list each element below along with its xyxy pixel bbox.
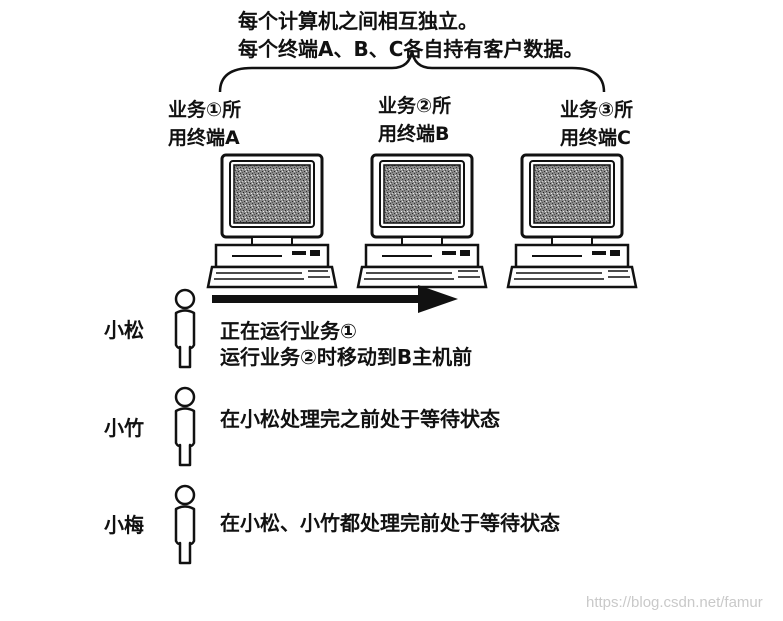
brace: [218, 49, 606, 93]
terminal-b-label-2: 用终端B: [378, 123, 450, 145]
header-line-2: 每个终端A、B、C各自持有客户数据。: [238, 37, 584, 61]
person-icon-xiaosong: [174, 288, 196, 369]
computer-icon-a: [206, 153, 338, 289]
person-name-xiaosong: 小松: [104, 318, 144, 342]
person-icon-xiaozhu: [174, 386, 196, 467]
watermark: https://blog.csdn.net/famur: [586, 594, 763, 611]
person-desc-xiaosong-2: 运行业务②时移动到B主机前: [220, 345, 473, 369]
terminal-b-label-1: 业务②所: [378, 95, 452, 117]
person-desc-xiaomei: 在小松、小竹都处理完前处于等待状态: [220, 511, 560, 535]
terminal-c-label-2: 用终端C: [560, 127, 631, 149]
person-desc-xiaosong-1: 正在运行业务①: [220, 319, 357, 343]
header-line-1: 每个计算机之间相互独立。: [238, 9, 478, 33]
terminal-a-label-2: 用终端A: [168, 127, 240, 149]
terminal-a-label-1: 业务①所: [168, 99, 242, 121]
computer-icon-b: [356, 153, 488, 289]
terminal-c-label-1: 业务③所: [560, 99, 634, 121]
computer-icon-c: [506, 153, 638, 289]
person-icon-xiaomei: [174, 484, 196, 565]
person-desc-xiaozhu: 在小松处理完之前处于等待状态: [220, 407, 500, 431]
move-arrow: [212, 285, 458, 313]
person-name-xiaomei: 小梅: [104, 513, 144, 537]
person-name-xiaozhu: 小竹: [104, 416, 144, 440]
